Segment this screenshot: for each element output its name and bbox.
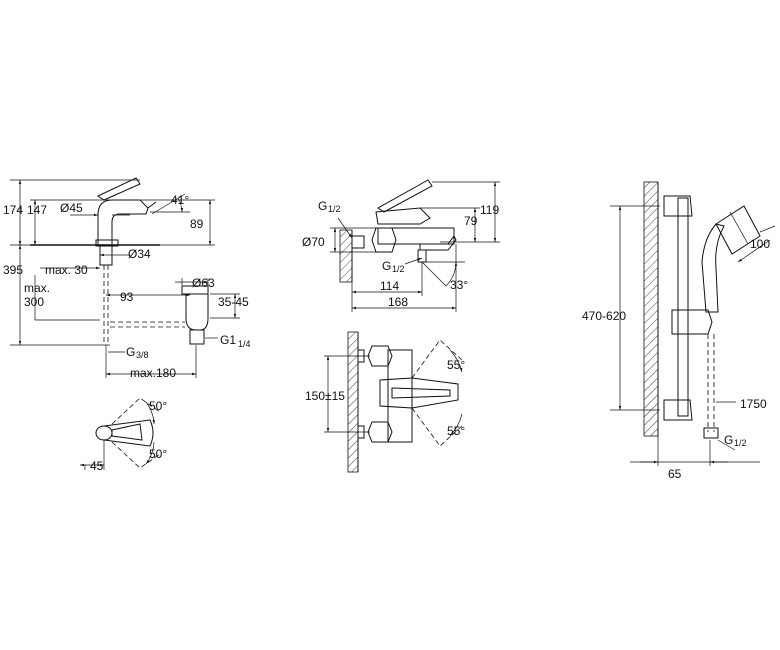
dim-g12-top-frac: 1/2	[328, 204, 341, 214]
dim-g12-shower-frac: 1/2	[734, 438, 747, 448]
basin-mixer-labels: 174 147 Ø45 41° 89 Ø34 395 max. 30 max. …	[3, 193, 251, 380]
dim-55deg-a: 55°	[447, 358, 465, 372]
dim-174: 174	[3, 203, 23, 217]
shower-set	[610, 181, 776, 466]
dim-max180: max.180	[130, 366, 176, 380]
dim-100: 100	[750, 237, 770, 251]
dim-79: 79	[464, 214, 478, 228]
dim-93: 93	[120, 290, 134, 304]
dim-45: 45	[90, 459, 104, 473]
dim-d70: Ø70	[302, 235, 325, 249]
dim-50deg-a: 50°	[149, 399, 167, 413]
dim-max300-value: 300	[24, 295, 44, 309]
dim-max30: max. 30	[45, 263, 88, 277]
dim-50deg-b: 50°	[149, 447, 167, 461]
bath-mixer-front-view: 150±15 55° 55°	[305, 331, 465, 473]
dim-119: 119	[480, 203, 499, 217]
dim-114: 114	[380, 279, 399, 293]
bath-mixer-labels: G 1/2 Ø70 79 119 G 1/2 114 33° 168	[302, 199, 499, 309]
basin-mixer-side-view	[10, 177, 240, 378]
dim-g12-top: G	[318, 199, 327, 213]
shower-set-labels: 470-620 100 1750 G 1/2 65	[582, 237, 770, 481]
dim-g12-shower: G	[724, 433, 733, 447]
dim-65: 65	[668, 467, 682, 481]
dim-168: 168	[388, 295, 408, 309]
dim-d63: Ø63	[192, 276, 215, 290]
dim-g114-frac: 1/4	[238, 339, 251, 349]
dim-150-15: 150±15	[305, 389, 345, 403]
dim-35-45: 35-45	[218, 295, 249, 309]
dim-147: 147	[27, 203, 47, 217]
dim-g38: G	[126, 345, 135, 359]
dim-d34: Ø34	[128, 247, 151, 261]
dim-g114: G1	[220, 333, 236, 347]
dim-g38-frac: 3/8	[136, 350, 149, 360]
dim-33deg: 33°	[450, 278, 468, 292]
dim-d45: Ø45	[60, 201, 83, 215]
dim-89: 89	[190, 217, 204, 231]
dim-max300-label: max.	[24, 281, 50, 295]
dim-55deg-b: 55°	[447, 424, 465, 438]
dim-41deg: 41°	[171, 193, 189, 207]
bath-mixer-side-view	[330, 179, 500, 312]
dim-1750: 1750	[740, 397, 767, 411]
basin-mixer-top-view: 50° 50° 45	[80, 397, 167, 473]
dim-g12-bottom-frac: 1/2	[392, 264, 405, 274]
dim-g12-bottom: G	[382, 259, 391, 273]
dim-395: 395	[3, 263, 23, 277]
dim-470-620: 470-620	[582, 309, 626, 323]
